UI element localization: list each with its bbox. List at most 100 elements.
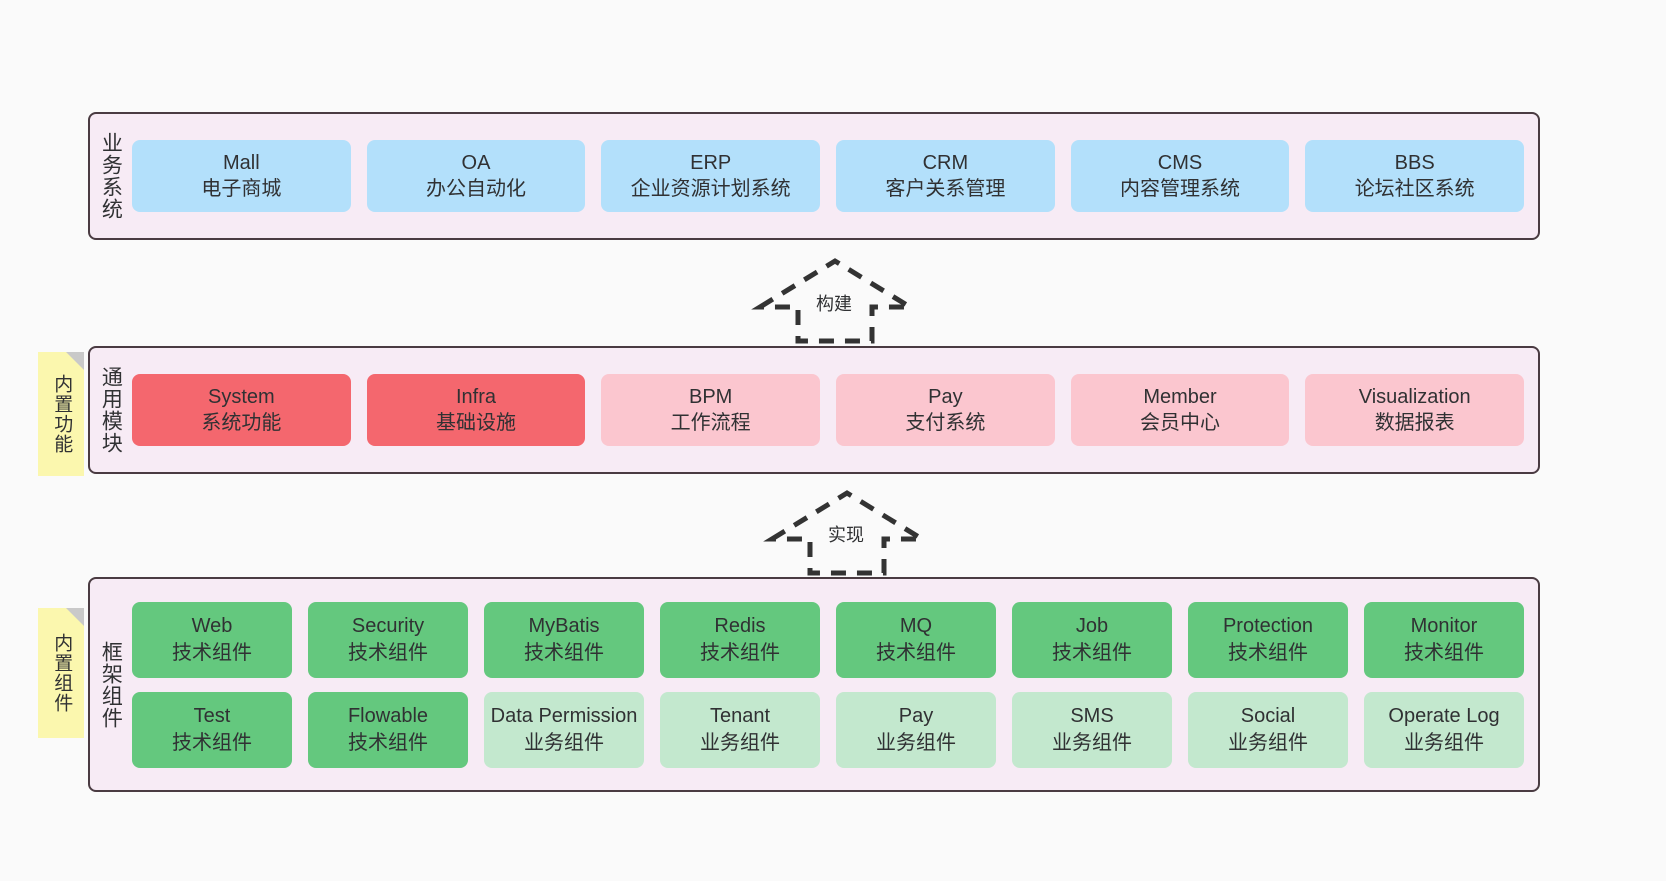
- module-name: Pay: [928, 385, 963, 408]
- module-card-test[interactable]: Test 技术组件: [132, 691, 292, 768]
- module-card-sms[interactable]: SMS 业务组件: [1012, 691, 1172, 768]
- module-name: SMS: [1070, 705, 1114, 728]
- module-desc: 技术组件: [348, 731, 428, 754]
- module-card-crm[interactable]: CRM 客户关系管理: [836, 140, 1055, 212]
- module-card-bbs[interactable]: BBS 论坛社区系统: [1305, 140, 1525, 212]
- module-card-monitor[interactable]: Monitor 技术组件: [1364, 601, 1524, 678]
- module-card-security[interactable]: Security 技术组件: [308, 601, 468, 678]
- module-name: MyBatis: [528, 615, 600, 638]
- module-card-tenant[interactable]: Tenant 业务组件: [660, 691, 820, 768]
- module-name: Member: [1143, 385, 1217, 408]
- module-name: Operate Log: [1388, 705, 1500, 728]
- module-desc: 业务组件: [700, 731, 780, 754]
- layer-row: Web 技术组件 Security 技术组件 MyBatis 技术组件 Redi…: [132, 601, 1524, 678]
- module-desc: 技术组件: [876, 641, 956, 664]
- layer-body-business: Mall 电子商城 OA 办公自动化 ERP 企业资源计划系统 CRM 客户关系…: [130, 114, 1538, 238]
- module-card-system[interactable]: System 系统功能: [132, 374, 351, 446]
- module-card-pay[interactable]: Pay 支付系统: [836, 374, 1055, 446]
- module-card-operate-log[interactable]: Operate Log 业务组件: [1364, 691, 1524, 768]
- module-card-data-permission[interactable]: Data Permission 业务组件: [484, 691, 644, 768]
- arrow-implement-label: 实现: [828, 525, 864, 545]
- module-desc: 会员中心: [1140, 412, 1221, 434]
- module-name: Job: [1075, 615, 1109, 638]
- module-desc: 业务组件: [1228, 731, 1308, 754]
- module-name: ERP: [690, 151, 732, 174]
- module-card-job[interactable]: Job 技术组件: [1012, 601, 1172, 678]
- module-card-social[interactable]: Social 业务组件: [1188, 691, 1348, 768]
- module-card-protection[interactable]: Protection 技术组件: [1188, 601, 1348, 678]
- module-card-member[interactable]: Member 会员中心: [1070, 374, 1290, 446]
- module-name: Web: [191, 615, 233, 638]
- module-desc: 业务组件: [876, 731, 956, 754]
- module-desc: 论坛社区系统: [1354, 178, 1475, 200]
- arrow-build-icon: [751, 258, 919, 344]
- module-card-pay-business[interactable]: Pay 业务组件: [836, 691, 996, 768]
- module-name: Flowable: [347, 705, 429, 728]
- layer-business-systems: 业务系统 Mall 电子商城 OA 办公自动化 ERP 企业资源计划系统 CRM…: [88, 112, 1540, 240]
- module-name: Visualization: [1358, 385, 1471, 408]
- module-desc: 技术组件: [1228, 641, 1308, 664]
- note-fold-icon: [66, 608, 84, 626]
- arrow-build-label: 构建: [816, 294, 852, 314]
- module-name: Security: [351, 615, 425, 638]
- module-desc: 技术组件: [524, 641, 604, 664]
- note-fold-icon: [66, 352, 84, 370]
- layer-row: System 系统功能 Infra 基础设施 BPM 工作流程 Pay 支付系统…: [132, 374, 1525, 446]
- module-name: Monitor: [1410, 615, 1478, 638]
- layer-body-common: System 系统功能 Infra 基础设施 BPM 工作流程 Pay 支付系统…: [130, 348, 1538, 472]
- module-name: System: [207, 385, 275, 408]
- module-card-mq[interactable]: MQ 技术组件: [836, 601, 996, 678]
- module-name: Social: [1240, 705, 1296, 728]
- module-desc: 技术组件: [1404, 641, 1484, 664]
- module-name: Infra: [455, 385, 497, 408]
- module-card-web[interactable]: Web 技术组件: [132, 601, 292, 678]
- module-desc: 内容管理系统: [1120, 178, 1241, 200]
- module-name: CMS: [1157, 151, 1203, 174]
- arrow-implement-icon: [763, 490, 931, 576]
- module-card-redis[interactable]: Redis 技术组件: [660, 601, 820, 678]
- module-name: Redis: [714, 615, 766, 638]
- module-name: Protection: [1222, 615, 1314, 638]
- module-desc: 业务组件: [1404, 731, 1484, 754]
- note-text: 内置功能: [51, 374, 73, 454]
- module-desc: 支付系统: [905, 412, 986, 434]
- module-card-bpm[interactable]: BPM 工作流程: [601, 374, 821, 446]
- layer-title-common: 通用模块: [99, 366, 123, 454]
- module-card-visualization[interactable]: Visualization 数据报表: [1305, 374, 1525, 446]
- module-desc: 系统功能: [201, 412, 282, 434]
- module-card-infra[interactable]: Infra 基础设施: [366, 374, 586, 446]
- module-card-flowable[interactable]: Flowable 技术组件: [308, 691, 468, 768]
- layer-row: Mall 电子商城 OA 办公自动化 ERP 企业资源计划系统 CRM 客户关系…: [132, 140, 1525, 212]
- layer-framework-components: 框架组件 Web 技术组件 Security 技术组件 MyBatis 技术组件…: [88, 577, 1540, 792]
- module-card-cms[interactable]: CMS 内容管理系统: [1070, 140, 1290, 212]
- note-builtin-function: 内置功能: [38, 352, 84, 476]
- module-name: BBS: [1394, 151, 1435, 174]
- module-desc: 技术组件: [348, 641, 428, 664]
- module-card-mall[interactable]: Mall 电子商城: [132, 140, 351, 212]
- module-name: Pay: [898, 705, 934, 728]
- layer-body-framework: Web 技术组件 Security 技术组件 MyBatis 技术组件 Redi…: [130, 579, 1538, 790]
- module-name: MQ: [899, 615, 933, 638]
- module-desc: 工作流程: [670, 412, 751, 434]
- module-name: CRM: [922, 151, 969, 174]
- module-name: Mall: [223, 151, 260, 174]
- module-desc: 技术组件: [172, 641, 252, 664]
- module-name: Test: [193, 705, 231, 728]
- note-text: 内置组件: [51, 633, 73, 713]
- module-card-mybatis[interactable]: MyBatis 技术组件: [484, 601, 644, 678]
- module-desc: 客户关系管理: [885, 178, 1006, 200]
- module-desc: 电子商城: [201, 178, 282, 200]
- arrow-build: [750, 255, 920, 345]
- arrow-implement: [762, 487, 932, 577]
- module-desc: 技术组件: [700, 641, 780, 664]
- module-card-oa[interactable]: OA 办公自动化: [366, 140, 586, 212]
- module-desc: 企业资源计划系统: [630, 178, 791, 200]
- module-name: Tenant: [709, 705, 771, 728]
- module-name: OA: [461, 151, 491, 174]
- module-card-erp[interactable]: ERP 企业资源计划系统: [601, 140, 821, 212]
- module-desc: 办公自动化: [426, 178, 526, 200]
- module-desc: 技术组件: [172, 731, 252, 754]
- module-desc: 数据报表: [1374, 412, 1455, 434]
- module-name: Data Permission: [490, 705, 638, 728]
